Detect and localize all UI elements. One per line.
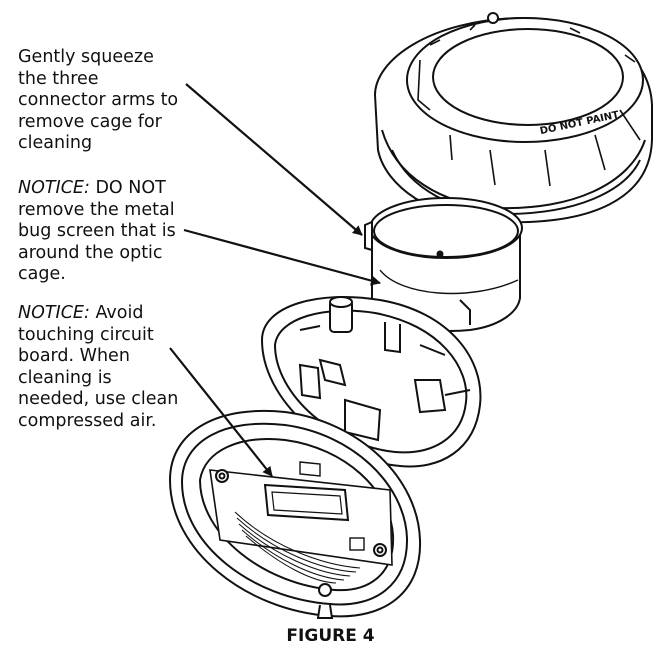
notice-label: NOTICE: [18, 303, 90, 323]
squeeze-instruction: Gently squeeze the three connector arms … [18, 47, 179, 153]
notice-text: DO NOT remove the metal bug screen that … [18, 178, 176, 284]
leader-lines [169, 83, 381, 477]
figure-caption: FIGURE 4 [286, 626, 375, 646]
mounting-base [168, 409, 422, 619]
notice-label: NOTICE: [18, 178, 90, 198]
squeeze-leader-arrow [185, 83, 363, 236]
notice-text: Avoid touching circuit board. When clean… [18, 303, 179, 431]
circuit-board-notice: NOTICE: Avoid touching circuit board. Wh… [18, 303, 188, 432]
bug-screen-notice: NOTICE: DO NOT remove the metal bug scre… [18, 178, 188, 286]
circuit-board [209, 461, 393, 584]
optic-cage [364, 197, 523, 332]
detector-cover: DO NOT PAINT [373, 12, 653, 224]
bug-screen-leader-arrow [183, 228, 381, 286]
circuit-leader-arrow [169, 347, 273, 477]
